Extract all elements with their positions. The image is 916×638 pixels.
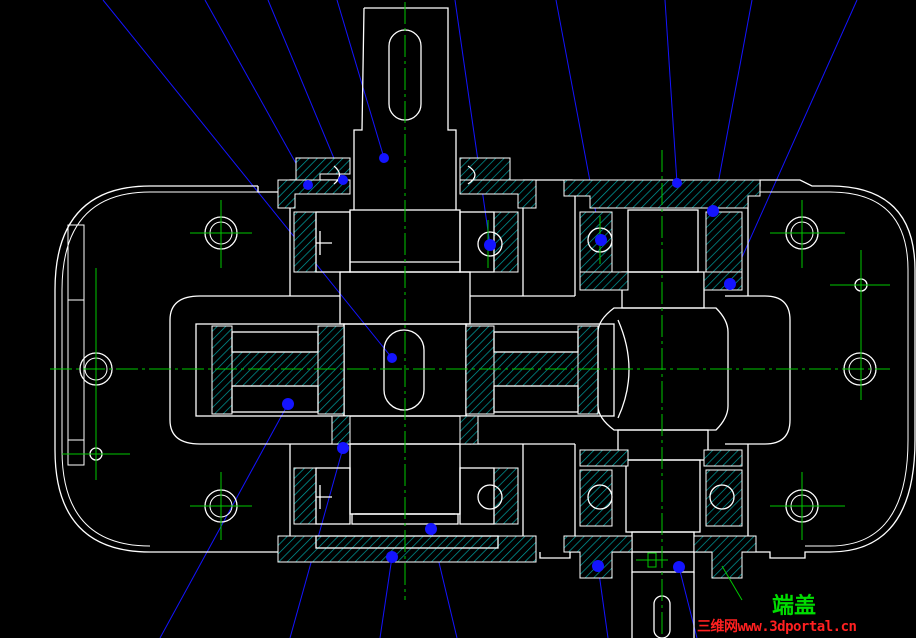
right-bottom-bearing xyxy=(563,449,757,579)
large-gear xyxy=(195,323,615,417)
left-top-bearing xyxy=(277,157,537,273)
left-bottom-bearing xyxy=(277,415,537,563)
watermark: 三维网www.3dportal.cn xyxy=(697,619,857,635)
leader-dots xyxy=(282,153,736,573)
end-cover-label: 端盖 xyxy=(772,594,817,619)
